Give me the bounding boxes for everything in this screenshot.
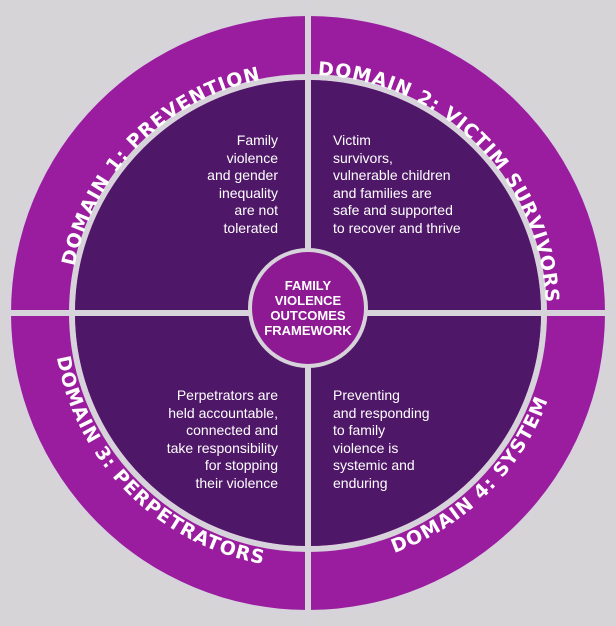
domain-4-outcome: Preventing and responding to family viol… — [333, 387, 430, 491]
domain-3-outcome: Perpetrators are held accountable, conne… — [166, 387, 278, 491]
domain-1-outcome: Family violence and gender inequality ar… — [207, 132, 278, 236]
domain-2-outcome: Victim survivors, vulnerable children an… — [333, 132, 461, 236]
framework-title: FAMILY VIOLENCE OUTCOMES FRAMEWORK — [264, 278, 352, 338]
center-circle — [252, 252, 364, 364]
